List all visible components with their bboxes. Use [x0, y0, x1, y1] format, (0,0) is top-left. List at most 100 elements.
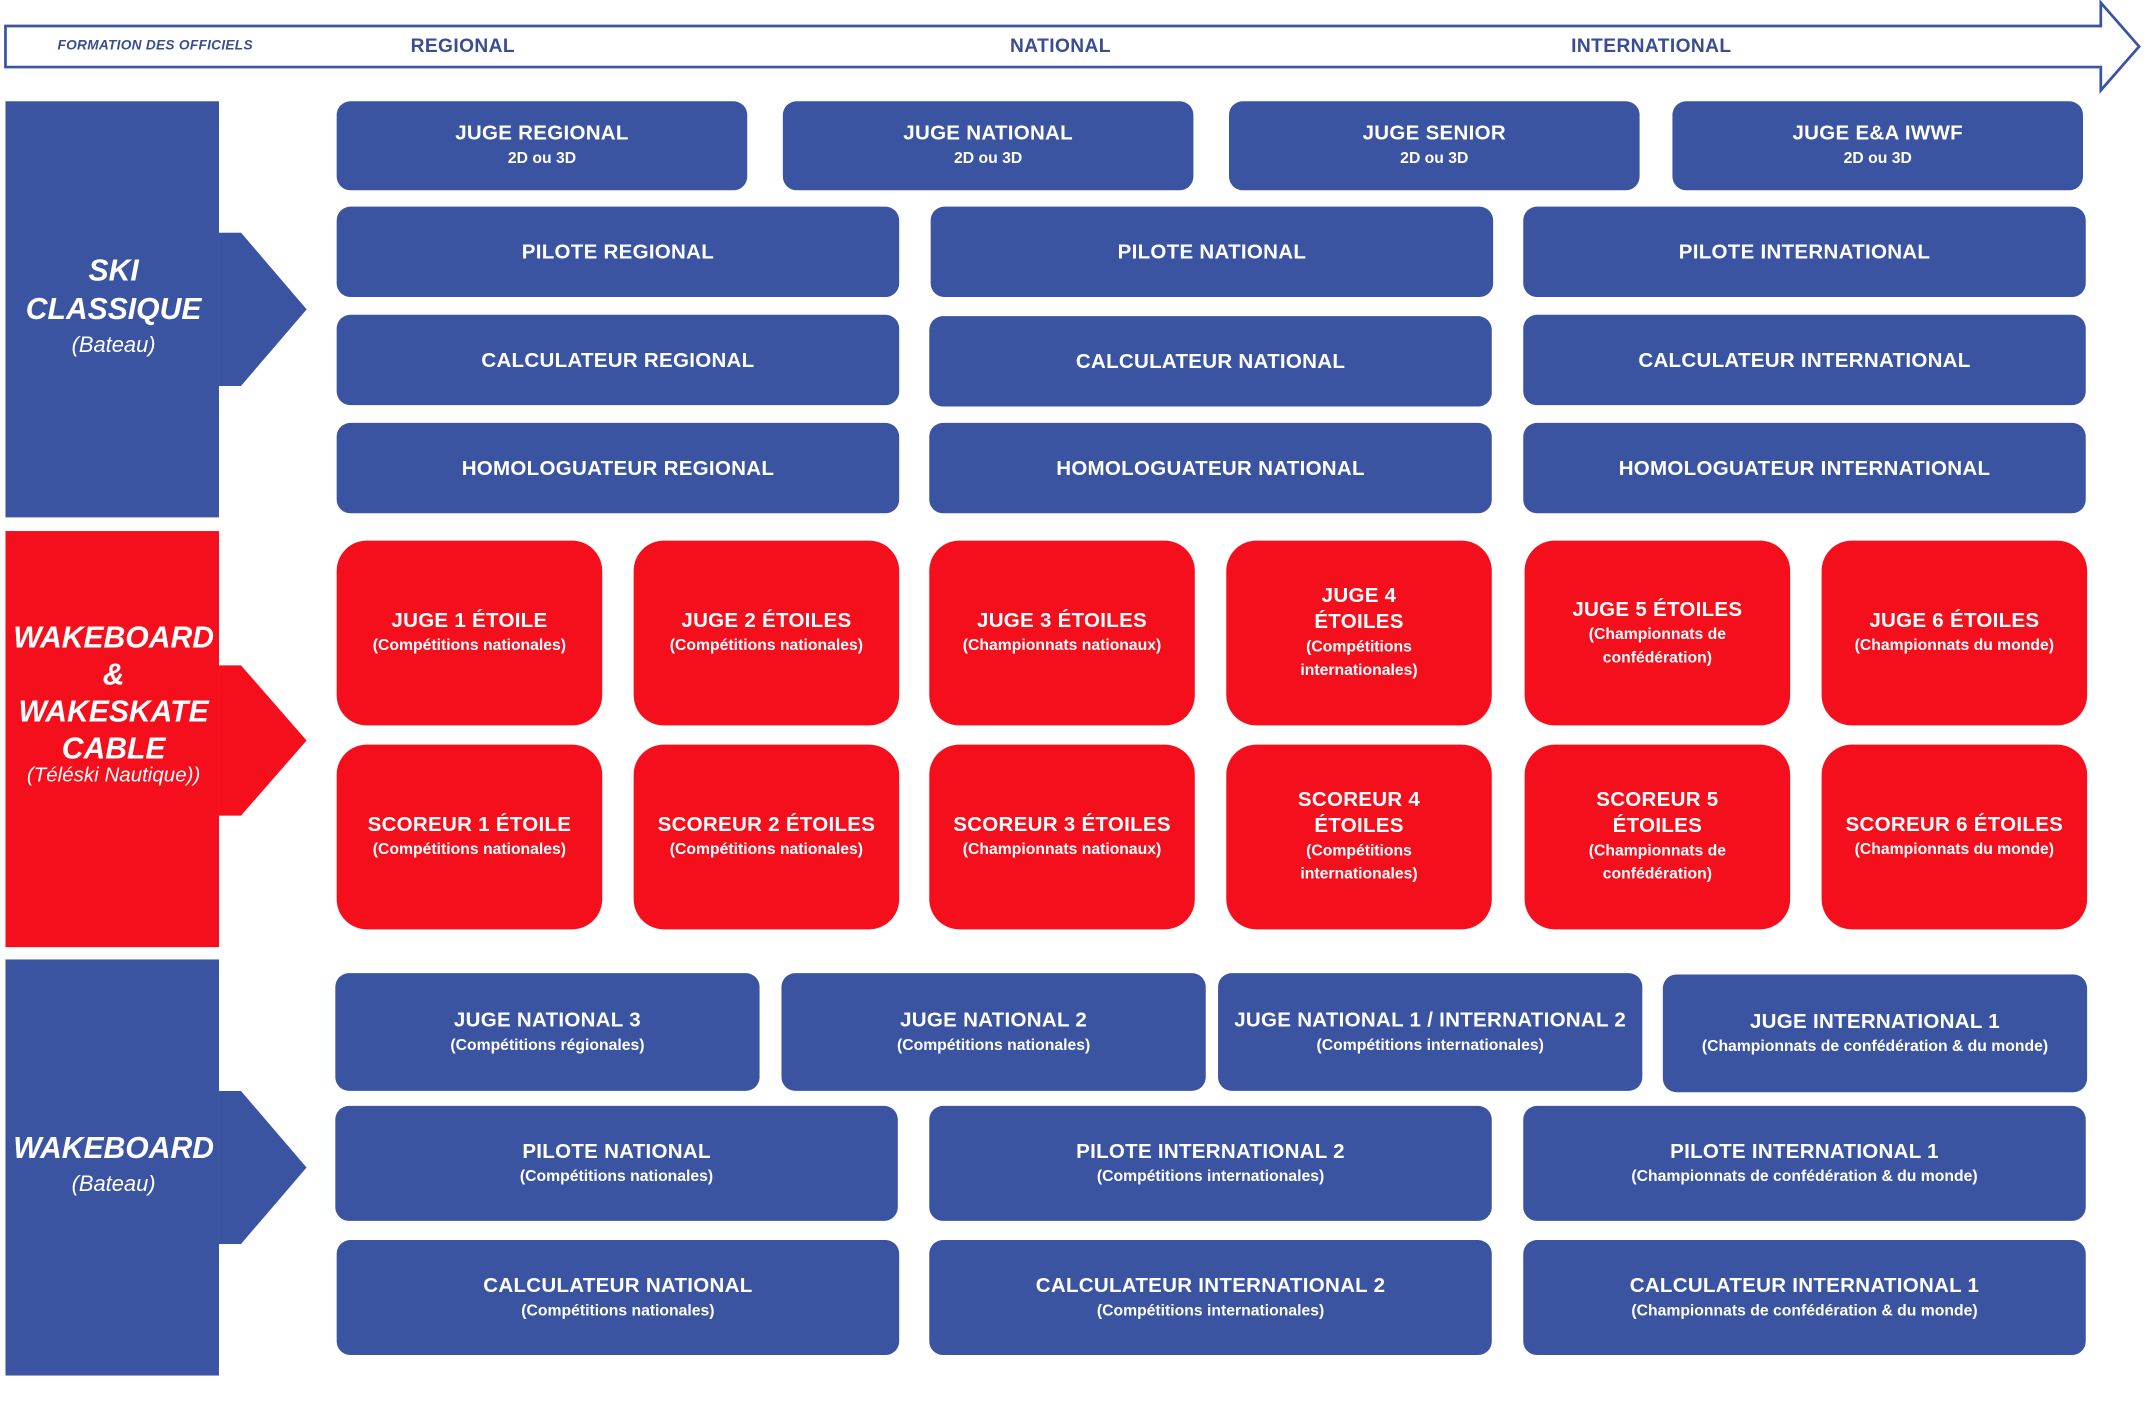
- role-title: JUGE 5 ÉTOILES: [1572, 597, 1743, 621]
- role-box: JUGE NATIONAL 2D ou 3D: [782, 101, 1194, 191]
- role-box: SCOREUR 1 ÉTOILE (Compétitions nationale…: [336, 744, 603, 930]
- role-title: PILOTE NATIONAL: [1117, 240, 1307, 264]
- section-title-line: CLASSIQUE: [25, 291, 202, 326]
- role-subtitle: (Compétitions nationales): [521, 1302, 715, 1319]
- role-title: JUGE NATIONAL 2: [900, 1008, 1088, 1032]
- role-title: CALCULATEUR NATIONAL: [483, 1273, 753, 1297]
- role-box: JUGE NATIONAL 1 / INTERNATIONAL 2 (Compé…: [1218, 973, 1643, 1091]
- role-title: JUGE 3 ÉTOILES: [977, 609, 1148, 633]
- role-box: JUGE SENIOR 2D ou 3D: [1229, 101, 1640, 191]
- role-box: PILOTE NATIONAL (Compétitions nationales…: [335, 1105, 898, 1221]
- role-box: JUGE 6 ÉTOILES (Championnats du monde): [1821, 540, 2088, 726]
- role-title: SCOREUR 2 ÉTOILES: [657, 813, 876, 837]
- role-box: PILOTE INTERNATIONAL 2 (Compétitions int…: [929, 1105, 1492, 1221]
- role-box: CALCULATEUR INTERNATIONAL 2 (Compétition…: [929, 1240, 1492, 1356]
- role-subtitle: (Compétitions nationales): [519, 1168, 714, 1185]
- role-title: HOMOLOGUATEUR REGIONAL: [461, 456, 775, 480]
- role-box: JUGE NATIONAL 3 (Compétitions régionales…: [335, 973, 760, 1091]
- role-title: CALCULATEUR INTERNATIONAL 1: [1629, 1273, 1980, 1297]
- role-subtitle: 2D ou 3D: [954, 150, 1023, 167]
- role-subtitle: (Compétitions internationales): [1300, 843, 1418, 883]
- role-title: PILOTE REGIONAL: [521, 240, 715, 264]
- role-title: JUGE 1 ÉTOILE: [391, 609, 548, 633]
- level-regional: REGIONAL: [410, 34, 515, 57]
- section-title-line: WAKEBOARD: [13, 1130, 214, 1165]
- role-box: SCOREUR 4 ÉTOILES (Compétitions internat…: [1226, 744, 1492, 930]
- section-title-line: WAKESKATE: [18, 693, 209, 729]
- role-title: SCOREUR 3 ÉTOILES: [953, 813, 1171, 837]
- role-box: JUGE 1 ÉTOILE (Compétitions nationales): [336, 540, 603, 726]
- role-title: CALCULATEUR INTERNATIONAL: [1638, 348, 1971, 372]
- section-arrow-icon: [218, 665, 307, 816]
- role-box: JUGE 5 ÉTOILES (Championnats de confédér…: [1524, 540, 1791, 726]
- role-title: JUGE REGIONAL: [455, 121, 629, 146]
- role-box: JUGE REGIONAL 2D ou 3D: [336, 101, 748, 191]
- role-title: SCOREUR 1 ÉTOILE: [367, 813, 572, 837]
- role-subtitle: 2D ou 3D: [1400, 150, 1469, 167]
- role-subtitle: (Compétitions régionales): [450, 1036, 645, 1054]
- role-box: CALCULATEUR INTERNATIONAL: [1523, 314, 2086, 406]
- role-box: HOMOLOGUATEUR INTERNATIONAL: [1523, 422, 2086, 514]
- role-box: CALCULATEUR NATIONAL: [929, 316, 1492, 407]
- section-wakeboard-boat-band: WAKEBOARD (Bateau): [5, 959, 219, 1376]
- role-subtitle: (Compétitions nationales): [669, 841, 864, 859]
- role-subtitle: (Championnats du monde): [1854, 637, 2055, 655]
- role-subtitle: (Compétitions nationales): [372, 841, 567, 859]
- section-title-line: SKI: [88, 253, 139, 288]
- role-subtitle: (Compétitions nationales): [372, 637, 567, 655]
- role-title: JUGE 4 ÉTOILES: [1314, 584, 1404, 634]
- role-subtitle: 2D ou 3D: [507, 150, 577, 167]
- role-subtitle: (Compétitions internationales): [1300, 639, 1418, 679]
- role-box: HOMOLOGUATEUR NATIONAL: [929, 422, 1492, 514]
- role-title: JUGE INTERNATIONAL 1: [1749, 1009, 2000, 1033]
- role-box: SCOREUR 6 ÉTOILES (Championnats du monde…: [1821, 744, 2088, 930]
- section-subtitle: (Bateau): [71, 1172, 156, 1197]
- role-subtitle: (Compétitions nationales): [896, 1036, 1091, 1054]
- role-box: JUGE 2 ÉTOILES (Compétitions nationales): [633, 540, 900, 726]
- role-subtitle: (Compétitions internationales): [1096, 1168, 1325, 1185]
- role-title: JUGE E&A IWWF: [1792, 121, 1963, 146]
- role-box: PILOTE NATIONAL: [930, 206, 1494, 298]
- role-title: CALCULATEUR INTERNATIONAL 2: [1035, 1273, 1386, 1297]
- role-box: JUGE E&A IWWF 2D ou 3D: [1672, 101, 2084, 191]
- progression-arrow: [4, 0, 2141, 94]
- role-subtitle: (Compétitions internationales): [1316, 1036, 1544, 1054]
- role-box: SCOREUR 5 ÉTOILES (Championnats de confé…: [1524, 744, 1791, 930]
- formation-label: FORMATION DES OFFICIELS: [57, 38, 253, 54]
- role-title: HOMOLOGUATEUR INTERNATIONAL: [1618, 456, 1991, 480]
- role-title: JUGE SENIOR: [1362, 121, 1506, 146]
- role-title: PILOTE NATIONAL: [522, 1139, 711, 1163]
- level-national: NATIONAL: [1010, 34, 1111, 57]
- role-title: JUGE 2 ÉTOILES: [681, 609, 852, 633]
- section-subtitle: (Bateau): [71, 333, 156, 358]
- role-subtitle: (Championnats de confédération): [1588, 626, 1727, 666]
- role-subtitle: (Compétitions internationales): [1096, 1302, 1325, 1319]
- role-title: CALCULATEUR REGIONAL: [481, 348, 755, 372]
- role-title: CALCULATEUR NATIONAL: [1075, 349, 1346, 373]
- role-subtitle: (Championnats de confédération): [1588, 843, 1727, 883]
- role-subtitle: (Championnats de confédération & du mond…: [1631, 1168, 1978, 1185]
- role-box: HOMOLOGUATEUR REGIONAL: [336, 422, 900, 514]
- role-subtitle: (Compétitions nationales): [669, 637, 864, 655]
- role-title: JUGE NATIONAL 3: [453, 1008, 641, 1032]
- role-box: JUGE INTERNATIONAL 1 (Championnats de co…: [1662, 974, 2088, 1093]
- role-title: PILOTE INTERNATIONAL: [1678, 240, 1931, 264]
- section-title-line: WAKEBOARD: [13, 620, 214, 655]
- role-title: SCOREUR 6 ÉTOILES: [1845, 813, 2064, 837]
- role-box: CALCULATEUR REGIONAL: [336, 314, 900, 406]
- role-box: SCOREUR 3 ÉTOILES (Championnats nationau…: [929, 744, 1195, 930]
- role-title: PILOTE INTERNATIONAL 2: [1076, 1139, 1345, 1163]
- role-subtitle: (Championnats nationaux): [962, 637, 1162, 655]
- role-box: JUGE NATIONAL 2 (Compétitions nationales…: [781, 973, 1206, 1091]
- section-wakeboard-cable-band: WAKEBOARD & WAKESKATE CABLE (Téléski Nau…: [5, 531, 219, 948]
- role-box: SCOREUR 2 ÉTOILES (Compétitions national…: [633, 744, 900, 930]
- role-title: PILOTE INTERNATIONAL 1: [1670, 1139, 1939, 1163]
- role-subtitle: (Championnats nationaux): [962, 841, 1162, 859]
- role-box: PILOTE INTERNATIONAL 1 (Championnats de …: [1523, 1105, 2086, 1221]
- role-subtitle: (Championnats de confédération & du mond…: [1701, 1038, 2049, 1055]
- role-subtitle: 2D ou 3D: [1843, 150, 1912, 167]
- role-box: CALCULATEUR NATIONAL (Compétitions natio…: [336, 1240, 900, 1356]
- role-title: SCOREUR 4 ÉTOILES: [1297, 788, 1421, 838]
- section-subtitle: (Téléski Nautique)): [26, 763, 201, 788]
